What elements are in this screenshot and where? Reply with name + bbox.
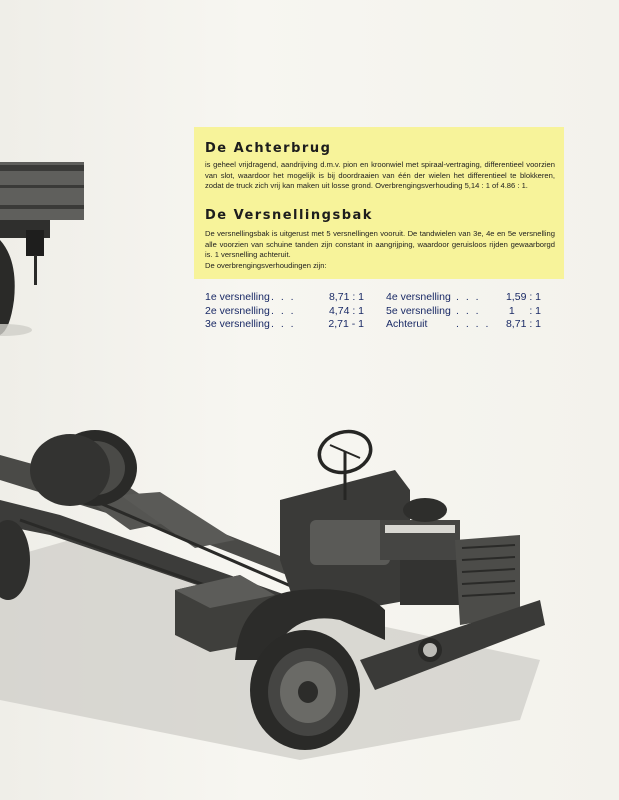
leader-dots: . . . <box>271 291 296 303</box>
gear-name: 4e versnelling <box>386 291 451 303</box>
truck-side-fragment <box>0 162 84 336</box>
leader-dots: . . . <box>456 304 481 317</box>
versnellingsbak-text: De versnellingsbak is uitgerust met 5 ve… <box>205 229 555 271</box>
steering-wheel <box>317 429 373 500</box>
gear-ratio-value: 8,71 : 1 <box>505 318 541 330</box>
gear-ratio-row: 3e versnelling . . . 2,71 - 1 <box>205 318 365 332</box>
gear-ratio-value: 4,74 : 1 <box>328 304 364 317</box>
achterbrug-text: is geheel vrijdragend, aandrijving d.m.v… <box>205 160 555 191</box>
gear-name: 2e versnelling <box>205 304 270 317</box>
leader-dots: . . . . <box>456 318 491 330</box>
gear-name: 5e versnelling <box>386 304 451 317</box>
leader-dots: . . . <box>456 291 481 303</box>
leader-dots: . . . <box>271 318 296 330</box>
gear-ratio-row: Achteruit . . . . 8,71 : 1 <box>386 318 546 332</box>
gear-ratio-row: 4e versnelling . . . 1,59 : 1 <box>386 291 546 305</box>
rear-wheels <box>0 430 137 600</box>
specs-highlight-box <box>194 127 564 279</box>
gear-ratio-row: 2e versnelling . . . 4,74 : 1 <box>205 305 365 319</box>
versnellingsbak-description: De versnellingsbak is uitgerust met 5 ve… <box>205 229 555 260</box>
gear-name: 1e versnelling <box>205 291 270 303</box>
leader-dots: . . . <box>271 304 296 317</box>
gear-ratio-row: 5e versnelling . . . 1 : 1 <box>386 305 546 319</box>
engine-assembly <box>280 470 520 625</box>
gear-ratio-value: 1,59 : 1 <box>505 291 541 303</box>
gear-ratio-row: 1e versnelling . . . 8,71 : 1 <box>205 291 365 305</box>
front-wheel <box>250 630 360 750</box>
gear-ratio-value: 8,71 : 1 <box>328 291 364 303</box>
achterbrug-heading: De Achterbrug <box>205 141 332 156</box>
gear-name: 3e versnelling <box>205 318 270 330</box>
gear-ratios-right: 4e versnelling . . . 1,59 : 1 5e versnel… <box>386 291 546 332</box>
gear-name: Achteruit <box>386 318 428 330</box>
gear-ratios-left: 1e versnelling . . . 8,71 : 1 2e versnel… <box>205 291 365 332</box>
gear-ratio-value: 2,71 - 1 <box>328 318 364 330</box>
gear-ratio-value: 1 : 1 <box>508 304 541 317</box>
versnellingsbak-ratios-intro: De overbrengingsverhoudingen zijn: <box>205 260 327 270</box>
versnellingsbak-heading: De Versnellingsbak <box>205 208 373 223</box>
